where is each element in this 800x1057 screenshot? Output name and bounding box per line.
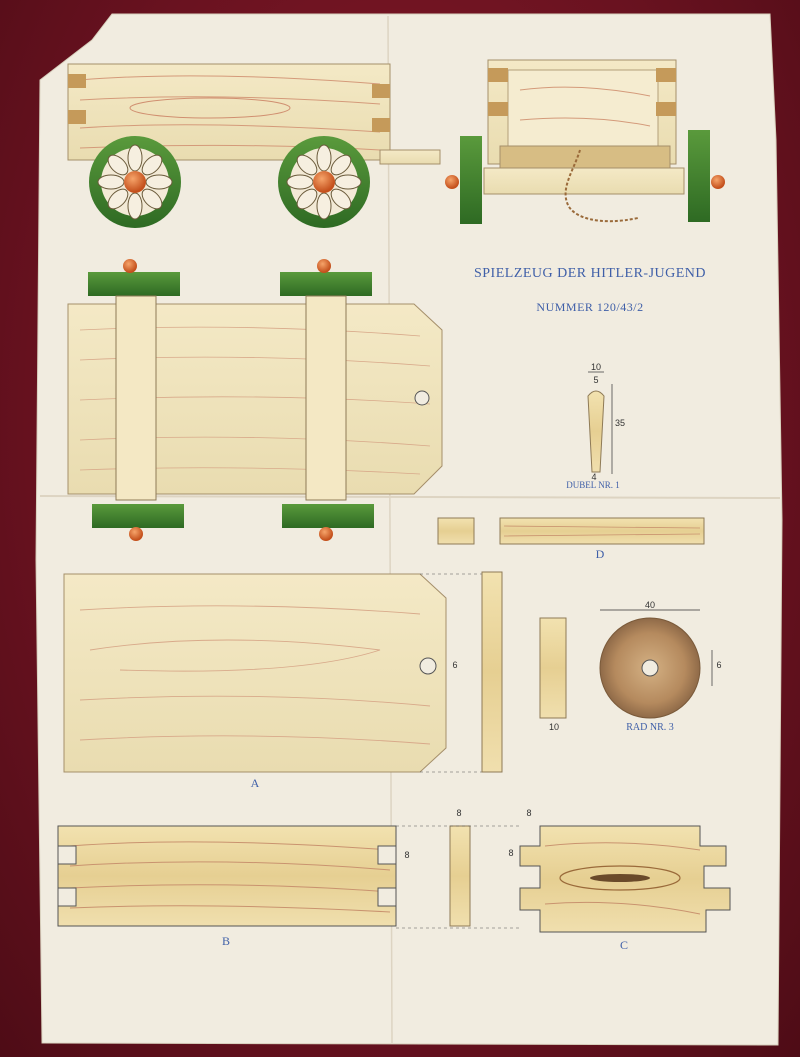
- flower-wheel-left: [89, 136, 181, 228]
- part-c-label: C: [619, 938, 628, 952]
- wagon-front-view: [445, 59, 725, 224]
- part-b-height-dim: 8: [404, 850, 410, 860]
- part-c-top-dim: 8: [526, 808, 532, 818]
- paper-sheet: [35, 13, 783, 1046]
- dowel-head-dim: 5: [593, 375, 599, 385]
- wheel-drawing: [539, 609, 713, 719]
- flower-wheel-right: [278, 136, 370, 228]
- part-b-top-dim: 8: [456, 808, 462, 818]
- part-b-drawing: [57, 825, 520, 929]
- wagon-top-view: [67, 259, 443, 541]
- poster-number: NUMMER 120/43/2: [536, 300, 644, 314]
- part-d-label: D: [595, 547, 605, 561]
- part-c-drawing: [519, 825, 731, 933]
- part-b-label: B: [221, 934, 230, 948]
- wheel-diameter-dim: 40: [644, 600, 655, 610]
- dowel-top-dim: 10: [590, 362, 601, 372]
- part-c-side-dim: 8: [508, 848, 514, 858]
- dowel-label: DUBEL NR. 1: [566, 480, 620, 490]
- part-a-drawing: [63, 571, 503, 773]
- part-a-label: A: [250, 776, 260, 790]
- dowel-bottom-dim: 4: [591, 472, 597, 482]
- wheel-hole-dim: 6: [716, 660, 722, 670]
- part-a-hole-dim: 6: [452, 660, 458, 670]
- horizontal-fold: [39, 495, 781, 499]
- wheel-label: RAD NR. 3: [626, 722, 674, 733]
- wheel-thickness-dim: 10: [548, 722, 559, 732]
- poster-title: SPIELZEUG DER HITLER-JUGEND: [473, 266, 707, 281]
- dowel-drawing: [587, 371, 613, 474]
- dowel-length-dim: 35: [614, 418, 625, 428]
- part-d-drawing: [437, 517, 705, 545]
- wagon-side-view: [67, 63, 441, 228]
